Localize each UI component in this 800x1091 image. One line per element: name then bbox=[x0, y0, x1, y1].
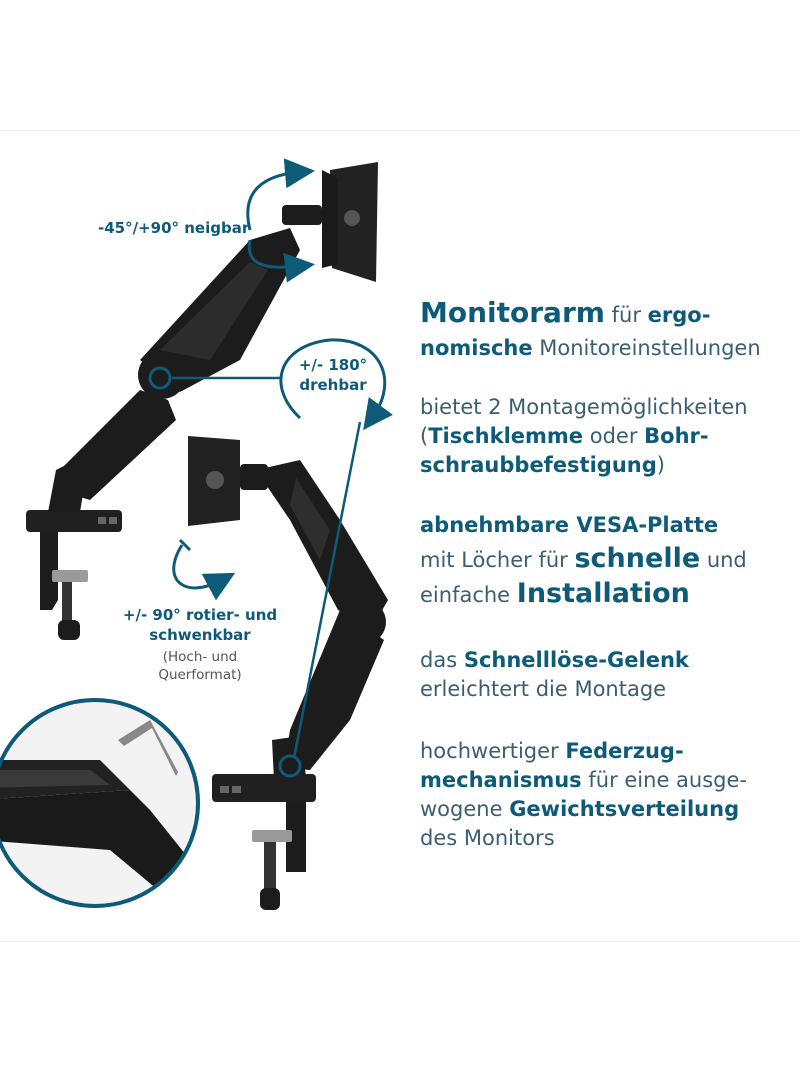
tilt-callout: -45°/+90° neigbar bbox=[98, 219, 250, 237]
swivel-note: (Hoch- und Querformat) bbox=[158, 649, 242, 683]
feature-monitor-arm: Monitorarm für ergo- nomische Monitorein… bbox=[420, 296, 761, 360]
feature-vesa: abnehmbare VESA-Platte mit Löcher für sc… bbox=[420, 513, 747, 609]
upper-arm bbox=[26, 162, 378, 640]
detail-magnifier bbox=[0, 698, 200, 908]
feature-quick-release: das Schnelllöse-Gelenk erleichtert die M… bbox=[420, 648, 689, 701]
lower-arm bbox=[188, 436, 388, 910]
content-frame bbox=[0, 130, 800, 942]
feature-spring: hochwertiger Federzug- mechanismus für e… bbox=[420, 739, 747, 850]
rotate-callout: +/- 180° drehbar bbox=[298, 356, 368, 394]
swivel-callout: +/- 90° rotier- und schwenkbar bbox=[122, 606, 278, 644]
feature-mounting: bietet 2 Montagemöglichkeiten (Tischklem… bbox=[420, 395, 748, 477]
